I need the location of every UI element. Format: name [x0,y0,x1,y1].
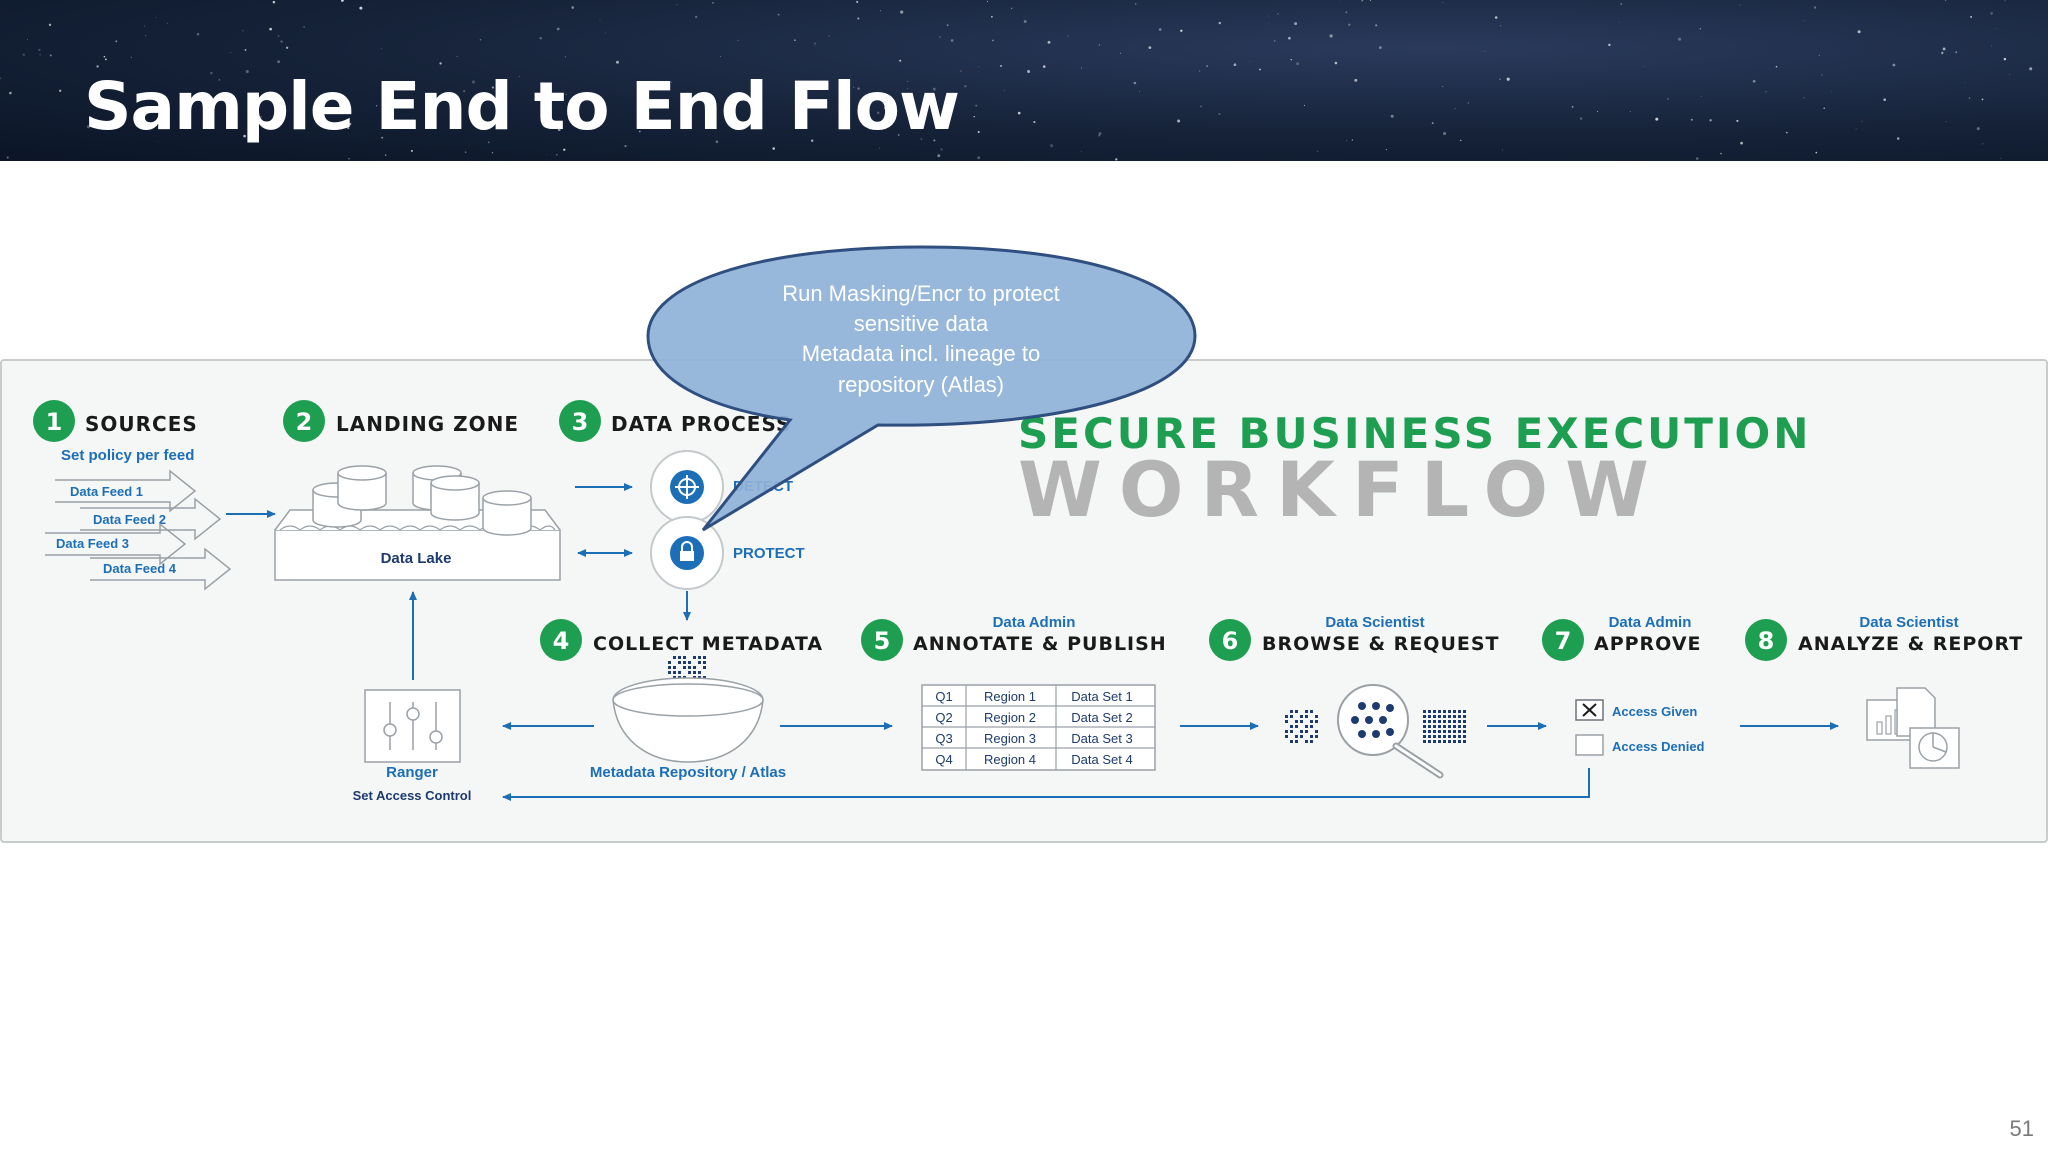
step-8-analyze-report: Data Scientist 8 ANALYZE & REPORT [1745,614,2023,661]
step-4-number: 4 [553,627,570,655]
step-6-number: 6 [1222,627,1239,655]
step-5-annotate-publish: Data Admin 5 ANNOTATE & PUBLISH [861,614,1167,661]
step-7-label: APPROVE [1594,633,1702,655]
browse-magnifier [1285,684,1466,779]
table-cell: Region 2 [984,710,1036,725]
metadata-repository: Metadata Repository / Atlas [590,656,786,781]
access-denied-label: Access Denied [1612,739,1705,754]
callout-line-4: repository (Atlas) [838,372,1004,397]
feed-label-1: Data Feed 1 [70,484,143,499]
step-6-role: Data Scientist [1325,614,1424,631]
step-5-role: Data Admin [993,614,1076,631]
feed-label-4: Data Feed 4 [103,561,177,576]
step-6-label: BROWSE & REQUEST [1262,633,1500,655]
step-2-badge [283,400,325,442]
protect-node: PROTECT [650,516,805,590]
step-8-label: ANALYZE & REPORT [1798,633,2023,655]
starfield-background [0,0,2033,161]
step-8-role: Data Scientist [1859,614,1958,631]
feed-arrow-1: Data Feed 1 [55,469,197,513]
step-4-badge [540,619,582,661]
headline-workflow: WORKFLOW [1018,445,1666,534]
ranger-node: Ranger Set Access Control [353,689,472,803]
step-6-browse-request: Data Scientist 6 BROWSE & REQUEST [1209,614,1500,661]
title-banner: Sample End to End Flow [0,0,2048,161]
step-4-collect-metadata: 4 COLLECT METADATA [540,619,823,661]
step-5-badge [861,619,903,661]
step-3-number: 3 [572,408,589,436]
access-given-label: Access Given [1612,704,1697,719]
callout-line-1: Run Masking/Encr to protect [782,281,1060,306]
step-2-label: LANDING ZONE [336,412,519,436]
step-2-landing-zone: 2 LANDING ZONE [283,400,519,442]
step-3-badge [559,400,601,442]
table-cell: Data Set 4 [1071,752,1132,767]
approve-options: Access Given Access Denied [1575,699,1705,756]
table-cell: Data Set 1 [1071,689,1132,704]
step-5-label: ANNOTATE & PUBLISH [913,633,1167,655]
callout-line-3: Metadata incl. lineage to [802,341,1041,366]
step-8-number: 8 [1758,627,1775,655]
feed-arrow-4: Data Feed 4 [90,547,232,591]
metadata-repo-label: Metadata Repository / Atlas [590,764,786,781]
step-1-number: 1 [46,408,63,436]
ranger-label: Ranger [386,764,438,781]
sources-note: Set policy per feed [61,447,194,464]
protect-label: PROTECT [733,545,805,562]
page-title: Sample End to End Flow [84,68,960,145]
callout-line-2: sensitive data [854,311,989,336]
step-3-data-process: 3 DATA PROCESS [559,400,790,442]
data-dots-icon [1285,710,1466,743]
step-2-number: 2 [296,408,313,436]
table-cell: Region 3 [984,731,1036,746]
step-6-badge [1209,619,1251,661]
headline-secure-business: SECURE BUSINESS EXECUTION [1018,409,1811,458]
report-icon [1866,687,1960,769]
table-cell: Q3 [935,731,952,746]
table-cell: Region 1 [984,689,1036,704]
table-cell: Q1 [935,689,952,704]
feed-label-2: Data Feed 2 [93,512,166,527]
step-7-approve: Data Admin 7 APPROVE [1542,614,1702,661]
feed-arrow-2: Data Feed 2 [80,497,222,541]
step-8-badge [1745,619,1787,661]
step-5-number: 5 [874,627,891,655]
step-7-badge [1542,619,1584,661]
table-cell: Data Set 2 [1071,710,1132,725]
table-cell: Data Set 3 [1071,731,1132,746]
callout-bubble: Run Masking/Encr to protect sensitive da… [646,245,1197,532]
data-feeds: Data Feed 1 Data Feed 2 Data Feed 3 Data… [45,469,232,591]
step-7-number: 7 [1555,627,1572,655]
arrow-approve-to-ranger [502,768,1590,801]
ranger-sub-label: Set Access Control [353,788,472,803]
step-1-sources: 1 SOURCES Set policy per feed [33,400,198,464]
step-1-badge [33,400,75,442]
table-cell: Q2 [935,710,952,725]
catalog-table: Q1 Region 1 Data Set 1 Q2 Region 2 Data … [921,684,1156,771]
feed-label-3: Data Feed 3 [56,536,129,551]
table-cell: Q4 [935,752,952,767]
page-number: 51 [2009,1116,2034,1141]
table-cell: Region 4 [984,752,1036,767]
checkbox-empty-icon [1575,734,1604,756]
step-7-role: Data Admin [1609,614,1692,631]
feed-arrow-3: Data Feed 3 [45,522,187,566]
step-1-label: SOURCES [85,412,198,436]
data-lake-icon: Data Lake [274,465,561,581]
data-lake-label: Data Lake [381,550,452,567]
step-4-label: COLLECT METADATA [593,633,823,655]
